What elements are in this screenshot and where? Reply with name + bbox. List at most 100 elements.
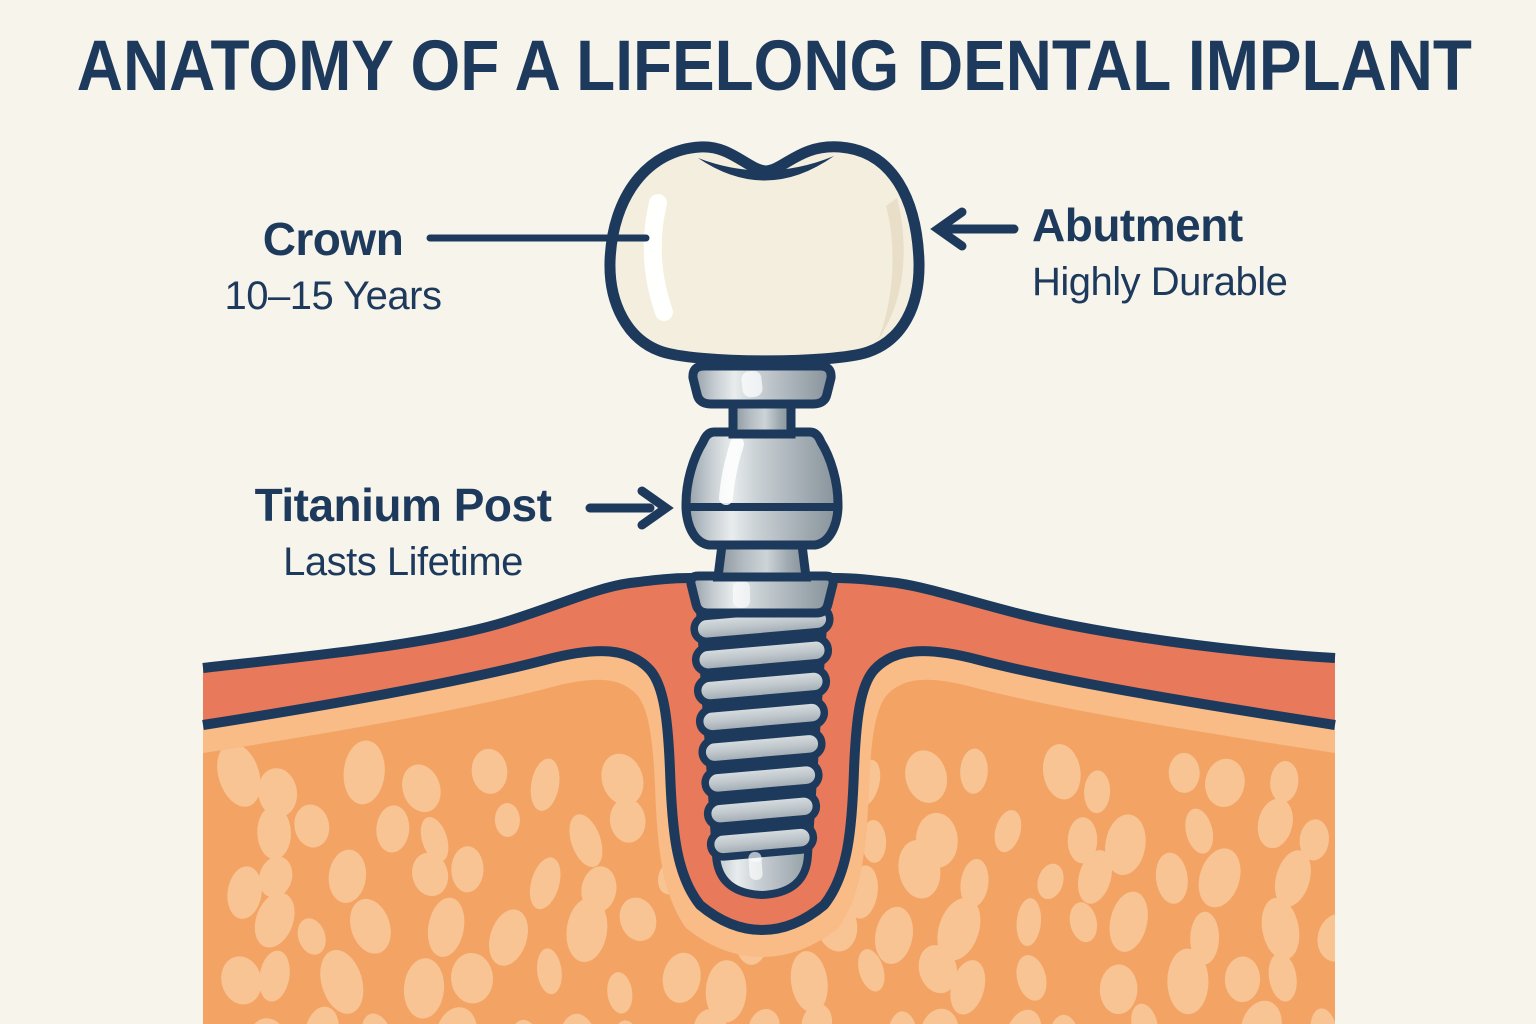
abutment-detail: Highly Durable [1032,260,1288,304]
crown-label: Crown [262,213,404,265]
bone-spot [1131,1003,1159,1024]
bone-spot [1037,863,1064,900]
page-title: ANATOMY OF A LIFELONG DENTAL IMPLANT [76,27,1472,106]
bone-spot [1016,898,1042,947]
bone-spot [320,950,364,1014]
bone-spots [217,740,1335,1024]
post-arrow-icon [585,486,674,530]
crown-occlusal-groove [698,156,834,181]
bone-spot [790,951,828,1013]
bone-spot [1099,964,1138,1015]
bone-spot [402,764,441,813]
crown-inner-shade [878,198,904,340]
bone-spot [1155,852,1188,904]
bone-spot [601,753,644,806]
screw-thread-ridge [695,696,829,738]
top-collar-highlight [741,370,763,398]
screw-threads [690,602,834,861]
bone-spot [1078,850,1112,904]
bone-spot [918,945,958,994]
bone-spot [1084,770,1111,814]
bone-spot [471,748,508,794]
bone-spot [1109,891,1148,952]
bone-spot [1069,902,1098,943]
callout-titanium-post: Titanium Post Lasts Lifetime [233,482,573,582]
abutment-body-highlight [719,437,744,505]
bone-spot [420,817,449,862]
abutment-body [681,427,843,550]
bone-spot [450,953,494,1004]
titanium-post-detail: Lasts Lifetime [283,540,523,584]
bone-spot [662,952,701,1003]
implant-screw [690,602,834,900]
bone-spot [529,857,561,910]
bone-spot [227,866,262,919]
abutment-arrow-icon [930,207,1019,251]
bone-spot [1205,758,1245,807]
bone-spot [609,798,646,843]
bone-spot [376,805,410,853]
bone-spot [1067,817,1098,864]
callout-abutment: Abutment Highly Durable [1032,202,1452,302]
crown-highlight [643,194,673,321]
bone-spot [1224,956,1261,1003]
bone-spot [619,897,657,941]
bone-spot [343,740,385,805]
bone-spot [259,856,293,898]
bone-spot [328,849,367,903]
bone-spot [1105,814,1146,875]
bone-spot [1268,953,1297,1002]
bone-spot [412,852,449,897]
bone-spot [349,898,391,954]
bone-spot [1185,808,1214,854]
bone-spot [1257,798,1293,849]
bone-spot [1270,761,1299,803]
screw-thread-ridge [691,634,833,676]
bone-spot [905,750,948,803]
bone-spot [403,958,445,1019]
bone-spot [950,960,986,1015]
bone-spot [451,846,484,893]
bone-spot [1005,1009,1042,1024]
jawbone-outline [202,646,1336,936]
bone-spot [1042,744,1081,800]
bone-spot [1261,897,1300,960]
bone-spot [693,1009,729,1024]
screw-thread-ridge [703,790,821,830]
bone-spot [1190,911,1220,965]
bone-spot [536,948,562,995]
bone-spot [607,972,633,1014]
bone-spot [427,897,465,957]
titanium-post-label: Titanium Post [254,479,552,531]
abutment-label: Abutment [1032,199,1243,251]
bone-spot [875,906,913,964]
bone-spot [994,810,1022,853]
screw-thread-ridge [701,758,823,800]
bone-spot [435,1007,478,1024]
bone-spot [254,892,295,948]
bone-spot [960,859,989,908]
collar-highlight [733,581,750,608]
bone-spot [489,909,528,966]
bone-spot [1274,850,1311,907]
bone-spot [217,743,261,807]
bone-spot [1167,948,1209,1015]
bone-spot [1198,848,1241,908]
crown-detail: 10–15 Years [224,274,442,318]
bone-spot [259,950,290,1002]
bone-spot [861,820,887,863]
crown-body [604,141,925,367]
bone-spot [294,804,330,848]
abutment-neck-lower [712,540,812,582]
bone-spot [960,748,988,794]
bone-spot [257,806,291,860]
screw-tip-highlight [748,851,763,880]
callout-pointers [426,207,1019,530]
bone-spot [898,840,941,899]
bone-spot [1240,1000,1282,1024]
bone-spot [1168,752,1200,793]
bone-spot [221,956,262,1005]
bone-spot [1317,913,1335,962]
bone-spot [937,898,981,961]
